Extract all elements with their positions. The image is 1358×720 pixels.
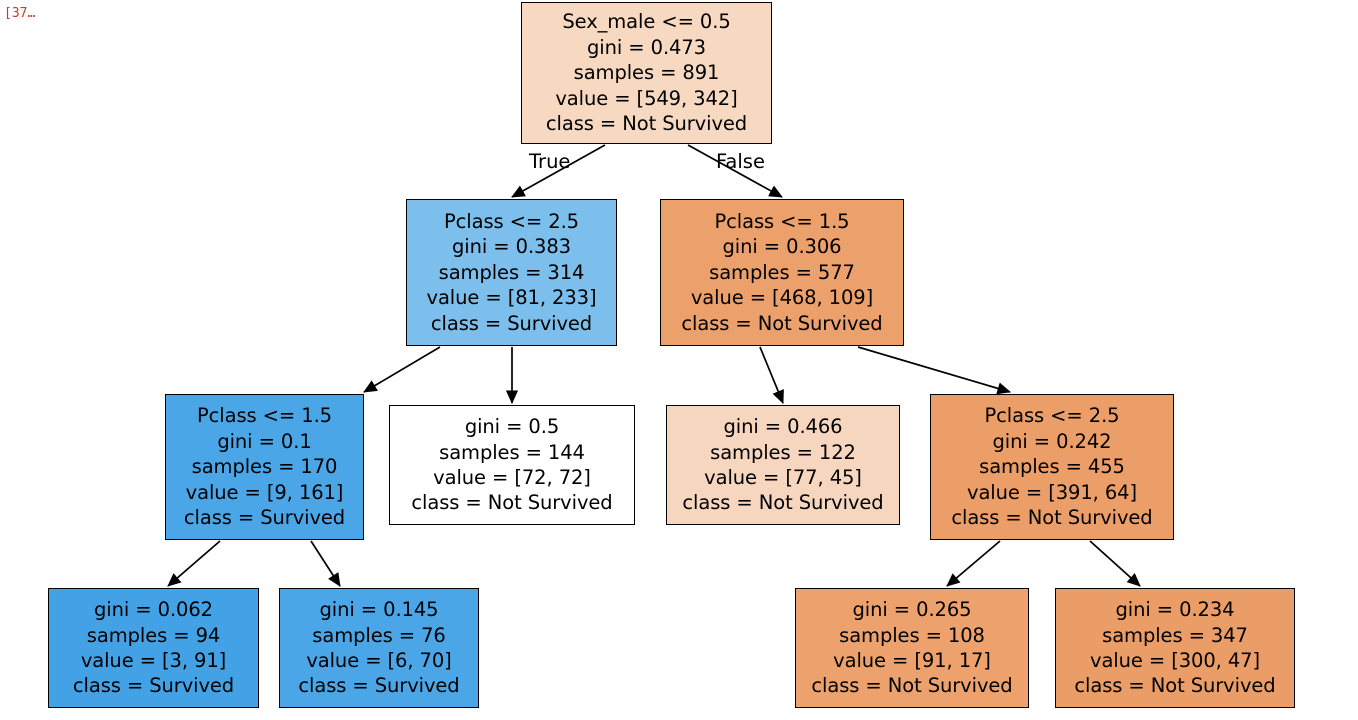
node-value-text: value = [9, 161] bbox=[185, 480, 344, 504]
node-value-text: value = [3, 91] bbox=[80, 649, 227, 672]
node-gini-text: gini = 0.306 bbox=[722, 235, 842, 259]
node-gini-text: gini = 0.234 bbox=[1115, 598, 1235, 622]
node-samples-text: samples = 577 bbox=[709, 260, 855, 284]
node-gini-text: gini = 0.265 bbox=[852, 598, 972, 622]
tree-edge-n1-to-n3 bbox=[363, 346, 441, 393]
node-value-text: value = [391, 64] bbox=[967, 480, 1137, 504]
node-class-text: class = Survived bbox=[298, 674, 460, 698]
node-value-text: value = [77, 45] bbox=[704, 466, 862, 489]
node-samples-text: samples = 347 bbox=[1102, 623, 1248, 647]
node-value-text: value = [468, 109] bbox=[690, 286, 874, 310]
tree-edge-n3-to-n7 bbox=[167, 540, 221, 587]
node-value-text: value = [6, 70] bbox=[306, 649, 452, 672]
node-gini-text: gini = 0.5 bbox=[464, 415, 560, 439]
node-class-text: class = Not Survived bbox=[682, 491, 884, 515]
node-value-text: value = [549, 342] bbox=[555, 86, 738, 110]
node-gini-text: gini = 0.1 bbox=[217, 429, 312, 453]
node-gini-text: gini = 0.242 bbox=[992, 429, 1112, 453]
node-value-text: value = [91, 17] bbox=[833, 649, 991, 672]
node-class-text: class = Not Survived bbox=[681, 311, 883, 335]
node-samples-text: samples = 891 bbox=[573, 61, 720, 85]
node-samples-text: samples = 455 bbox=[979, 455, 1125, 479]
node-gini-text: gini = 0.062 bbox=[94, 598, 213, 622]
node-class-text: class = Survived bbox=[183, 506, 346, 530]
node-samples-text: samples = 314 bbox=[438, 260, 585, 284]
node-gini-text: gini = 0.145 bbox=[319, 598, 439, 622]
node-class-text: class = Survived bbox=[430, 311, 593, 335]
edge-label-true: True bbox=[529, 150, 571, 173]
tree-edge-n2-to-n5 bbox=[759, 346, 784, 404]
node-condition-text: Sex_male <= 0.5 bbox=[562, 10, 731, 34]
node-samples-text: samples = 94 bbox=[86, 623, 221, 647]
tree-edge-n3-to-n8 bbox=[310, 540, 341, 587]
node-class-text: class = Not Survived bbox=[1074, 674, 1276, 698]
node-condition-text: Pclass <= 2.5 bbox=[984, 404, 1120, 428]
node-samples-text: samples = 170 bbox=[191, 455, 338, 479]
node-class-text: class = Not Survived bbox=[411, 491, 613, 515]
node-condition-text: Pclass <= 2.5 bbox=[444, 209, 579, 233]
node-gini-text: gini = 0.383 bbox=[452, 235, 571, 259]
node-value-text: value = [300, 47] bbox=[1090, 649, 1260, 672]
node-class-text: class = Not Survived bbox=[951, 506, 1153, 530]
tree-edge-n6-to-n10 bbox=[1089, 540, 1141, 587]
node-value-text: value = [72, 72] bbox=[433, 466, 591, 489]
node-samples-text: samples = 144 bbox=[439, 440, 585, 464]
node-class-text: class = Survived bbox=[72, 674, 235, 698]
node-condition-text: Pclass <= 1.5 bbox=[714, 209, 850, 233]
node-class-text: class = Not Survived bbox=[545, 112, 748, 136]
tree-edge-n6-to-n9 bbox=[946, 540, 1001, 587]
node-value-text: value = [81, 233] bbox=[426, 286, 597, 310]
tree-edge-n2-to-n6 bbox=[857, 346, 1011, 395]
node-samples-text: samples = 108 bbox=[839, 623, 985, 647]
node-condition-text: Pclass <= 1.5 bbox=[197, 404, 332, 428]
node-samples-text: samples = 122 bbox=[710, 440, 856, 464]
edge-label-false: False bbox=[716, 150, 765, 173]
notebook-output-prompt: [37… bbox=[4, 6, 36, 21]
node-samples-text: samples = 76 bbox=[312, 623, 446, 647]
node-gini-text: gini = 0.466 bbox=[723, 415, 843, 439]
node-class-text: class = Not Survived bbox=[811, 674, 1013, 698]
node-gini-text: gini = 0.473 bbox=[587, 35, 706, 59]
